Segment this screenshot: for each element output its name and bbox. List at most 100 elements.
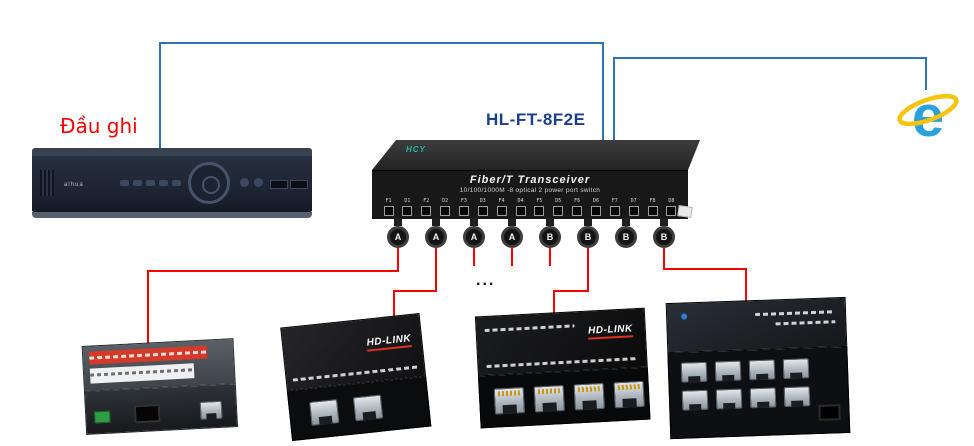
fiber-switch-side-tag: [677, 205, 693, 218]
fiber-port-label: F7: [606, 199, 623, 216]
blue-line-switch-vertical: [602, 42, 604, 142]
rj45-port: [749, 387, 777, 409]
fiber-switch-top-face: HCY: [372, 140, 700, 170]
dvr-small-button: [240, 178, 249, 187]
dvr-vent-grille: [40, 170, 54, 196]
rj45-port: [573, 382, 605, 410]
coupler-stub: [470, 218, 478, 226]
fiber-port-label: F6: [569, 199, 586, 216]
dvr-button: [146, 180, 155, 186]
fiber-switch-front-panel: Fiber/T Transceiver 10/100/1000M -8 opti…: [372, 170, 688, 219]
dvr-top-face: [32, 148, 312, 156]
label-text-decor: [292, 365, 419, 382]
fiber-port-label: D8: [663, 199, 680, 216]
converter3-top-face: HD-LINK: [474, 307, 648, 377]
dvr-button: [120, 180, 129, 186]
rj45-port: [199, 400, 223, 420]
media-converter-2: HD-LINK: [280, 313, 432, 445]
red-line-3-horiz: [553, 290, 589, 292]
rj45-port: [309, 398, 340, 426]
fiber-coupler: B: [577, 218, 599, 248]
ethernet-switch-8port: [665, 296, 851, 441]
fiber-port-label: D1: [399, 199, 416, 216]
rj45-port: [714, 360, 742, 382]
blue-line-right-horizontal: [613, 57, 927, 59]
fiber-coupler: A: [387, 218, 409, 248]
label-text-decor: [775, 320, 836, 326]
coupler-label: A: [387, 226, 409, 248]
fiber-port-label: F5: [531, 199, 548, 216]
switch8-top-face: [665, 296, 848, 354]
fiber-switch-subtitle: 10/100/1000M -8 optical 2 power port swi…: [459, 187, 601, 194]
dvr-button: [172, 180, 181, 186]
dvr-button: [133, 180, 142, 186]
converter1-white-label: [89, 363, 195, 384]
rj45-port: [783, 386, 811, 408]
fiber-port: [133, 404, 161, 424]
rj45-port: [680, 361, 708, 383]
rj45-port-grid: [680, 358, 813, 411]
label-text-decor: [89, 350, 208, 360]
label-text-decor: [486, 357, 639, 368]
dvr-bottom-bezel: [32, 212, 312, 218]
dvr-small-button: [254, 178, 263, 187]
coupler-stub: [584, 218, 592, 226]
fiber-coupler: B: [653, 218, 675, 248]
dvr-label: Đầu ghi: [60, 114, 138, 138]
blue-line-internet-vertical: [925, 57, 927, 90]
red-line-2-drop: [435, 248, 437, 292]
rj45-port: [613, 380, 645, 408]
coupler-stub: [432, 218, 440, 226]
coupler-stub: [508, 218, 516, 226]
hdlink-brand-logo: HD-LINK: [588, 323, 633, 339]
converter1-red-label: [88, 345, 208, 365]
dvr-brand-logo: alhua: [64, 182, 84, 188]
red-line-1-drop: [397, 248, 399, 272]
rj45-port: [493, 386, 525, 415]
fiber-switch-brand: HCY: [406, 145, 426, 154]
red-line-3-down: [553, 290, 555, 318]
fiber-port-label: D5: [550, 199, 567, 216]
fiber-coupler: A: [463, 218, 485, 248]
coupler-label: B: [615, 226, 637, 248]
red-line-3-drop: [587, 248, 589, 292]
fiber-switch-title: Fiber/T Transceiver: [469, 174, 591, 186]
rj45-port: [352, 393, 384, 421]
rj45-port: [533, 384, 565, 413]
blue-line-top-horizontal: [159, 42, 604, 44]
red-line-2-down: [393, 290, 395, 328]
fiber-port-label: F4: [493, 199, 510, 216]
fiber-port-label: D4: [512, 199, 529, 216]
ie-logo-svg: e: [897, 84, 959, 149]
coupler-label: A: [463, 226, 485, 248]
internet-explorer-icon: e: [896, 84, 960, 149]
fiber-coupler: B: [615, 218, 637, 248]
rj45-port: [748, 359, 776, 381]
dvr-usb-port: [290, 180, 308, 189]
red-line-stub-2: [511, 248, 513, 266]
dvr-front-panel: alhua: [32, 156, 312, 212]
fiber-port-label: F8: [644, 199, 661, 216]
label-text-decor: [755, 310, 836, 317]
rj45-port: [715, 388, 743, 410]
fiber-port: [818, 404, 841, 421]
fiber-port-label: D3: [474, 199, 491, 216]
switch8-front-panel: [667, 346, 851, 440]
fiber-coupler: A: [425, 218, 447, 248]
media-converter-3: HD-LINK: [474, 307, 651, 441]
rj45-port: [681, 389, 709, 411]
media-converter-1: [81, 338, 239, 442]
red-line-stub-1: [473, 248, 475, 266]
red-line-stub-3: [549, 248, 551, 266]
red-line-1-horiz: [147, 270, 399, 272]
coupler-stub: [394, 218, 402, 226]
fiber-coupler: A: [501, 218, 523, 248]
fiber-port-label: D6: [587, 199, 604, 216]
fiber-port-label: D7: [625, 199, 642, 216]
red-line-2-horiz: [393, 290, 437, 292]
rj45-port: [782, 358, 810, 380]
coupler-label: A: [425, 226, 447, 248]
dvr-jog-dial: [188, 162, 230, 204]
fiber-port-label: F3: [455, 199, 472, 216]
